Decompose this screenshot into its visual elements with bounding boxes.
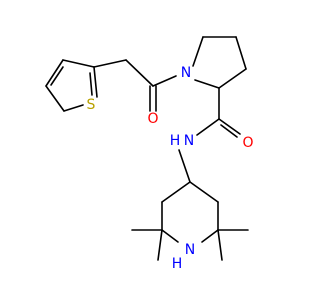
bond [63, 104, 84, 112]
bond [161, 181, 191, 203]
atom-label-oxygen: O [147, 111, 158, 127]
bond [45, 59, 64, 87]
bond [194, 79, 220, 89]
atom-label-hydrogen: H [172, 256, 183, 272]
molecule-structure-diagram: S O N O N H N H [45, 36, 254, 272]
atom-label-hydrogen: H [170, 133, 181, 149]
bond [192, 36, 204, 67]
bond [201, 229, 219, 243]
bond [50, 66, 64, 86]
bond [235, 36, 247, 70]
bond [93, 66, 98, 98]
bond [178, 149, 191, 183]
atom-label-nitrogen: N [181, 65, 191, 81]
bond [220, 124, 238, 138]
bond [218, 68, 247, 89]
bond [157, 229, 163, 261]
bond [218, 118, 241, 135]
bond [189, 181, 219, 203]
bond [196, 118, 220, 136]
bond [89, 72, 93, 96]
atom-label-nitrogen: N [184, 133, 194, 149]
bond [125, 59, 154, 87]
atom-label-nitrogen: N [185, 242, 195, 258]
bond [152, 75, 177, 87]
bond [217, 229, 223, 261]
bond [93, 59, 127, 68]
bond [161, 229, 179, 243]
atom-labels: S O N O N H N H [87, 65, 254, 272]
bond [62, 59, 95, 68]
bond [45, 85, 65, 112]
atom-label-oxygen: O [242, 135, 253, 151]
atom-label-sulfur: S [87, 97, 96, 113]
bonds [45, 36, 249, 261]
